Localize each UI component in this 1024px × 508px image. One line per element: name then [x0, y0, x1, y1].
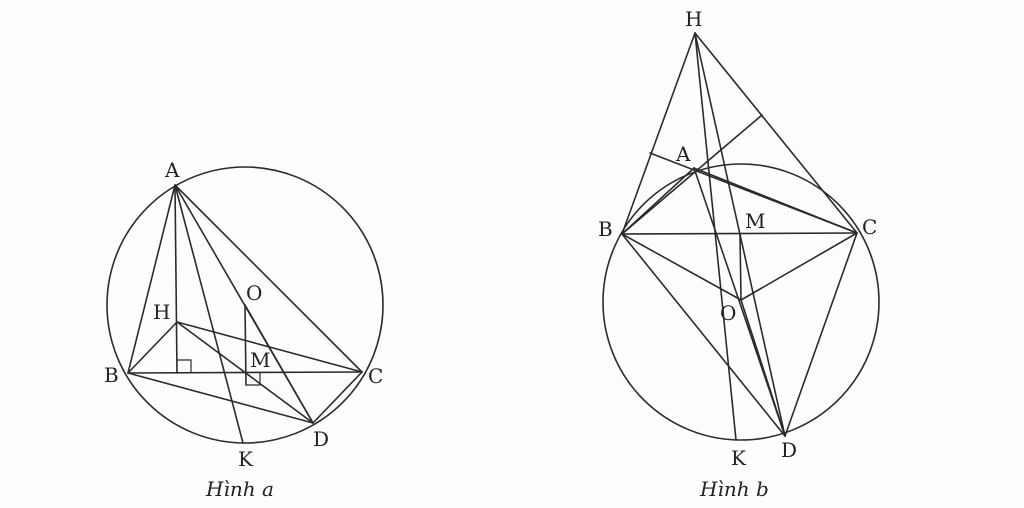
- figure-b-segment-BO: [621, 233, 742, 301]
- figure-a-segment-BD: [127, 372, 314, 424]
- figure-a-label-B: B: [104, 363, 119, 387]
- figure-a-segment-AB: [127, 184, 176, 374]
- figure-b-label-C: C: [862, 215, 877, 239]
- figure-a-label-K: K: [238, 447, 254, 471]
- figure-b-segment-altitude-B: [621, 114, 763, 235]
- figure-a-segment-AC: [174, 184, 363, 373]
- figure-b: H A B C M O K D Hình b: [598, 7, 880, 501]
- figure-b-segment-OD: [740, 299, 786, 437]
- figure-b-segment-CO: [740, 232, 858, 301]
- figure-b-segment-HK: [694, 32, 737, 441]
- figure-b-label-M: M: [745, 209, 765, 233]
- figure-a-label-D: D: [313, 427, 329, 451]
- figure-a-label-A: A: [164, 158, 180, 182]
- figure-a-segment-CD: [312, 371, 363, 424]
- figure-a-segment-HD: [176, 321, 314, 424]
- figure-a-segment-AK: [174, 184, 244, 444]
- figure-a-label-O: O: [246, 281, 262, 305]
- figure-a-label-C: C: [368, 364, 383, 388]
- figure-b-caption: Hình b: [699, 477, 769, 501]
- figure-b-label-K: K: [731, 446, 747, 470]
- figure-b-segment-OM: [739, 233, 742, 301]
- figure-b-segment-HC: [694, 32, 858, 234]
- figure-b-segment-altitude-C: [649, 152, 858, 234]
- figure-b-label-D: D: [781, 438, 797, 462]
- figure-a-right-angle-H: [177, 359, 192, 373]
- figure-b-segment-HB: [621, 32, 696, 235]
- figure-b-label-H: H: [685, 7, 702, 31]
- figure-b-segment-BD: [621, 233, 786, 437]
- figure-a-right-angle-M: [246, 373, 261, 386]
- figure-b-segment-CD: [784, 232, 858, 437]
- figure-a-segment-AH: [174, 184, 178, 374]
- figure-a-circumcircle: [106, 166, 384, 444]
- figure-a-segment-BH: [127, 321, 178, 374]
- figure-a-caption: Hình a: [205, 477, 274, 501]
- figure-b-circumcircle: [602, 163, 880, 441]
- figure-b-label-O: O: [720, 301, 736, 325]
- figure-a-segment-OM: [244, 304, 247, 386]
- figure-b-label-A: A: [675, 142, 691, 166]
- figure-a-segment-OD: [244, 304, 314, 424]
- figure-a-label-H: H: [153, 300, 170, 324]
- figure-b-label-B: B: [598, 217, 613, 241]
- figure-a-label-M: M: [250, 348, 270, 372]
- figure-a: A B C D H K M O Hình a: [104, 158, 384, 501]
